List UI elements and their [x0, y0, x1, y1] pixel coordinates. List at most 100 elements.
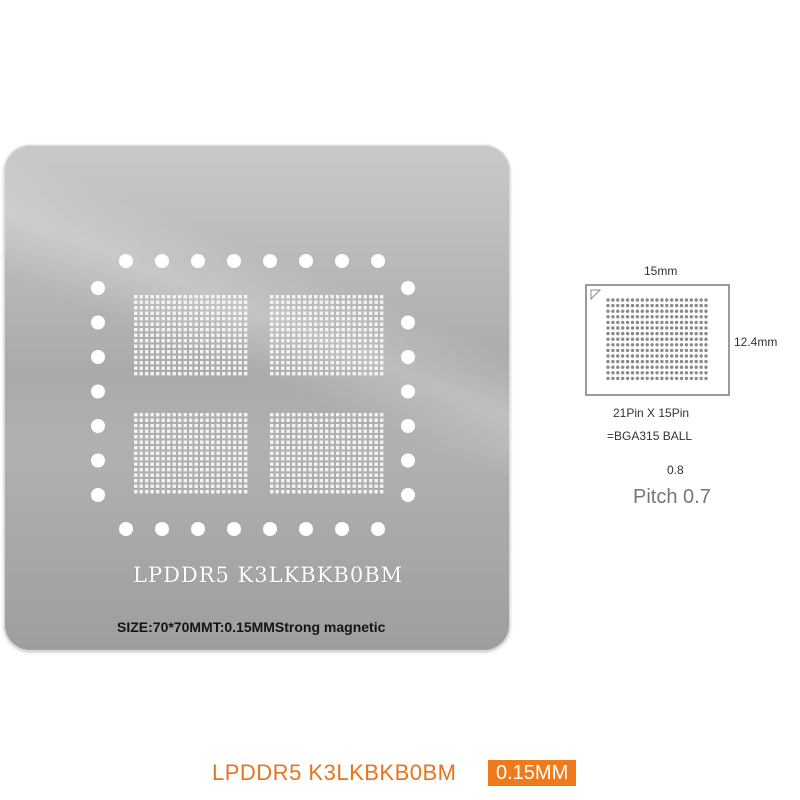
bga-ball	[200, 295, 204, 299]
bga-ball	[352, 429, 356, 433]
bga-ball	[358, 424, 362, 428]
bga-ball	[178, 372, 182, 376]
bga-ball	[363, 311, 367, 315]
pinout-ball	[665, 298, 669, 302]
bga-ball	[216, 339, 220, 343]
bga-ball	[336, 435, 340, 439]
bga-ball	[325, 366, 329, 370]
pinout-ball	[674, 320, 679, 325]
alignment-hole	[227, 254, 241, 268]
bga-ball	[156, 429, 160, 433]
pinout-ball	[640, 298, 644, 302]
bga-ball	[369, 462, 373, 466]
bga-ball	[222, 462, 226, 466]
bga-ball	[244, 457, 248, 461]
bga-ball	[358, 468, 362, 472]
bga-ball	[363, 429, 367, 433]
pinout-ball	[674, 365, 679, 369]
bga-ball	[363, 300, 367, 304]
bga-ball	[200, 424, 204, 428]
bga-ball	[139, 479, 143, 483]
bga-ball	[358, 328, 362, 332]
bga-ball	[216, 462, 220, 466]
bga-ball	[227, 339, 231, 343]
bga-ball	[336, 440, 340, 444]
pinout-ball	[611, 348, 615, 353]
bga-ball	[233, 339, 237, 343]
bga-ball	[211, 311, 215, 315]
bga-ball	[358, 479, 362, 483]
bga-ball	[380, 473, 384, 477]
pinout-ball	[606, 354, 610, 358]
bga-ball	[319, 350, 323, 354]
bga-ball	[347, 484, 351, 488]
bga-ball	[352, 457, 356, 461]
pinout-ball	[679, 354, 684, 358]
pinout-ball	[660, 343, 664, 347]
bga-ball	[270, 484, 274, 488]
pinout-ball	[699, 331, 703, 336]
bga-ball	[369, 435, 373, 439]
bga-ball	[183, 429, 187, 433]
bga-ball	[380, 468, 384, 472]
bga-ball	[292, 350, 296, 354]
bga-ball	[167, 429, 171, 433]
bga-ball	[194, 484, 198, 488]
pinout-ball	[674, 359, 679, 364]
bga-ball	[369, 344, 373, 348]
bga-ball	[244, 473, 248, 477]
alignment-hole	[91, 350, 105, 364]
bga-ball	[275, 311, 279, 315]
bga-ball	[297, 473, 301, 477]
bga-ball	[347, 424, 351, 428]
bga-ball	[233, 440, 237, 444]
bga-ball	[330, 317, 334, 321]
bga-ball	[156, 484, 160, 488]
bga-ball	[139, 344, 143, 348]
bga-ball	[211, 451, 215, 455]
pinout-ball	[679, 326, 684, 330]
bga-ball	[189, 451, 193, 455]
pinout-ball	[689, 359, 693, 364]
pinout-ball	[699, 365, 703, 369]
bga-ball	[308, 429, 312, 433]
pinout-ball	[689, 376, 693, 381]
bga-ball	[211, 328, 215, 332]
pinout-ball	[606, 337, 610, 341]
bga-ball	[270, 339, 274, 343]
bga-ball	[319, 457, 323, 461]
pinout-ball	[665, 315, 669, 319]
bga-ball	[308, 446, 312, 450]
bga-ball	[156, 473, 160, 477]
bga-ball	[156, 361, 160, 365]
bga-ball	[139, 328, 143, 332]
bga-ball	[297, 413, 301, 417]
bga-ball	[281, 328, 285, 332]
bga-ball	[358, 484, 362, 488]
pinout-ball	[640, 365, 644, 369]
pinout-ball	[625, 331, 630, 336]
bga-ball	[303, 457, 307, 461]
bga-ball	[319, 366, 323, 370]
bga-ball	[205, 372, 209, 376]
pinout-ball	[625, 337, 630, 341]
bga-ball	[297, 366, 301, 370]
bga-ball	[222, 429, 226, 433]
bga-ball	[227, 446, 231, 450]
bga-ball	[275, 484, 279, 488]
bga-ball	[134, 435, 138, 439]
bga-ball	[200, 339, 204, 343]
bga-ball	[216, 446, 220, 450]
bga-ball	[244, 446, 248, 450]
bga-ball	[205, 424, 209, 428]
bga-ball	[325, 339, 329, 343]
bga-ball	[222, 322, 226, 326]
bga-ball	[183, 322, 187, 326]
pinout-ball	[665, 337, 669, 341]
pinout-ball	[635, 343, 640, 347]
bga-ball	[363, 355, 367, 359]
bga-ball	[150, 468, 154, 472]
bga-ball	[139, 350, 143, 354]
bga-ball	[292, 468, 296, 472]
pinout-ball	[655, 359, 659, 364]
